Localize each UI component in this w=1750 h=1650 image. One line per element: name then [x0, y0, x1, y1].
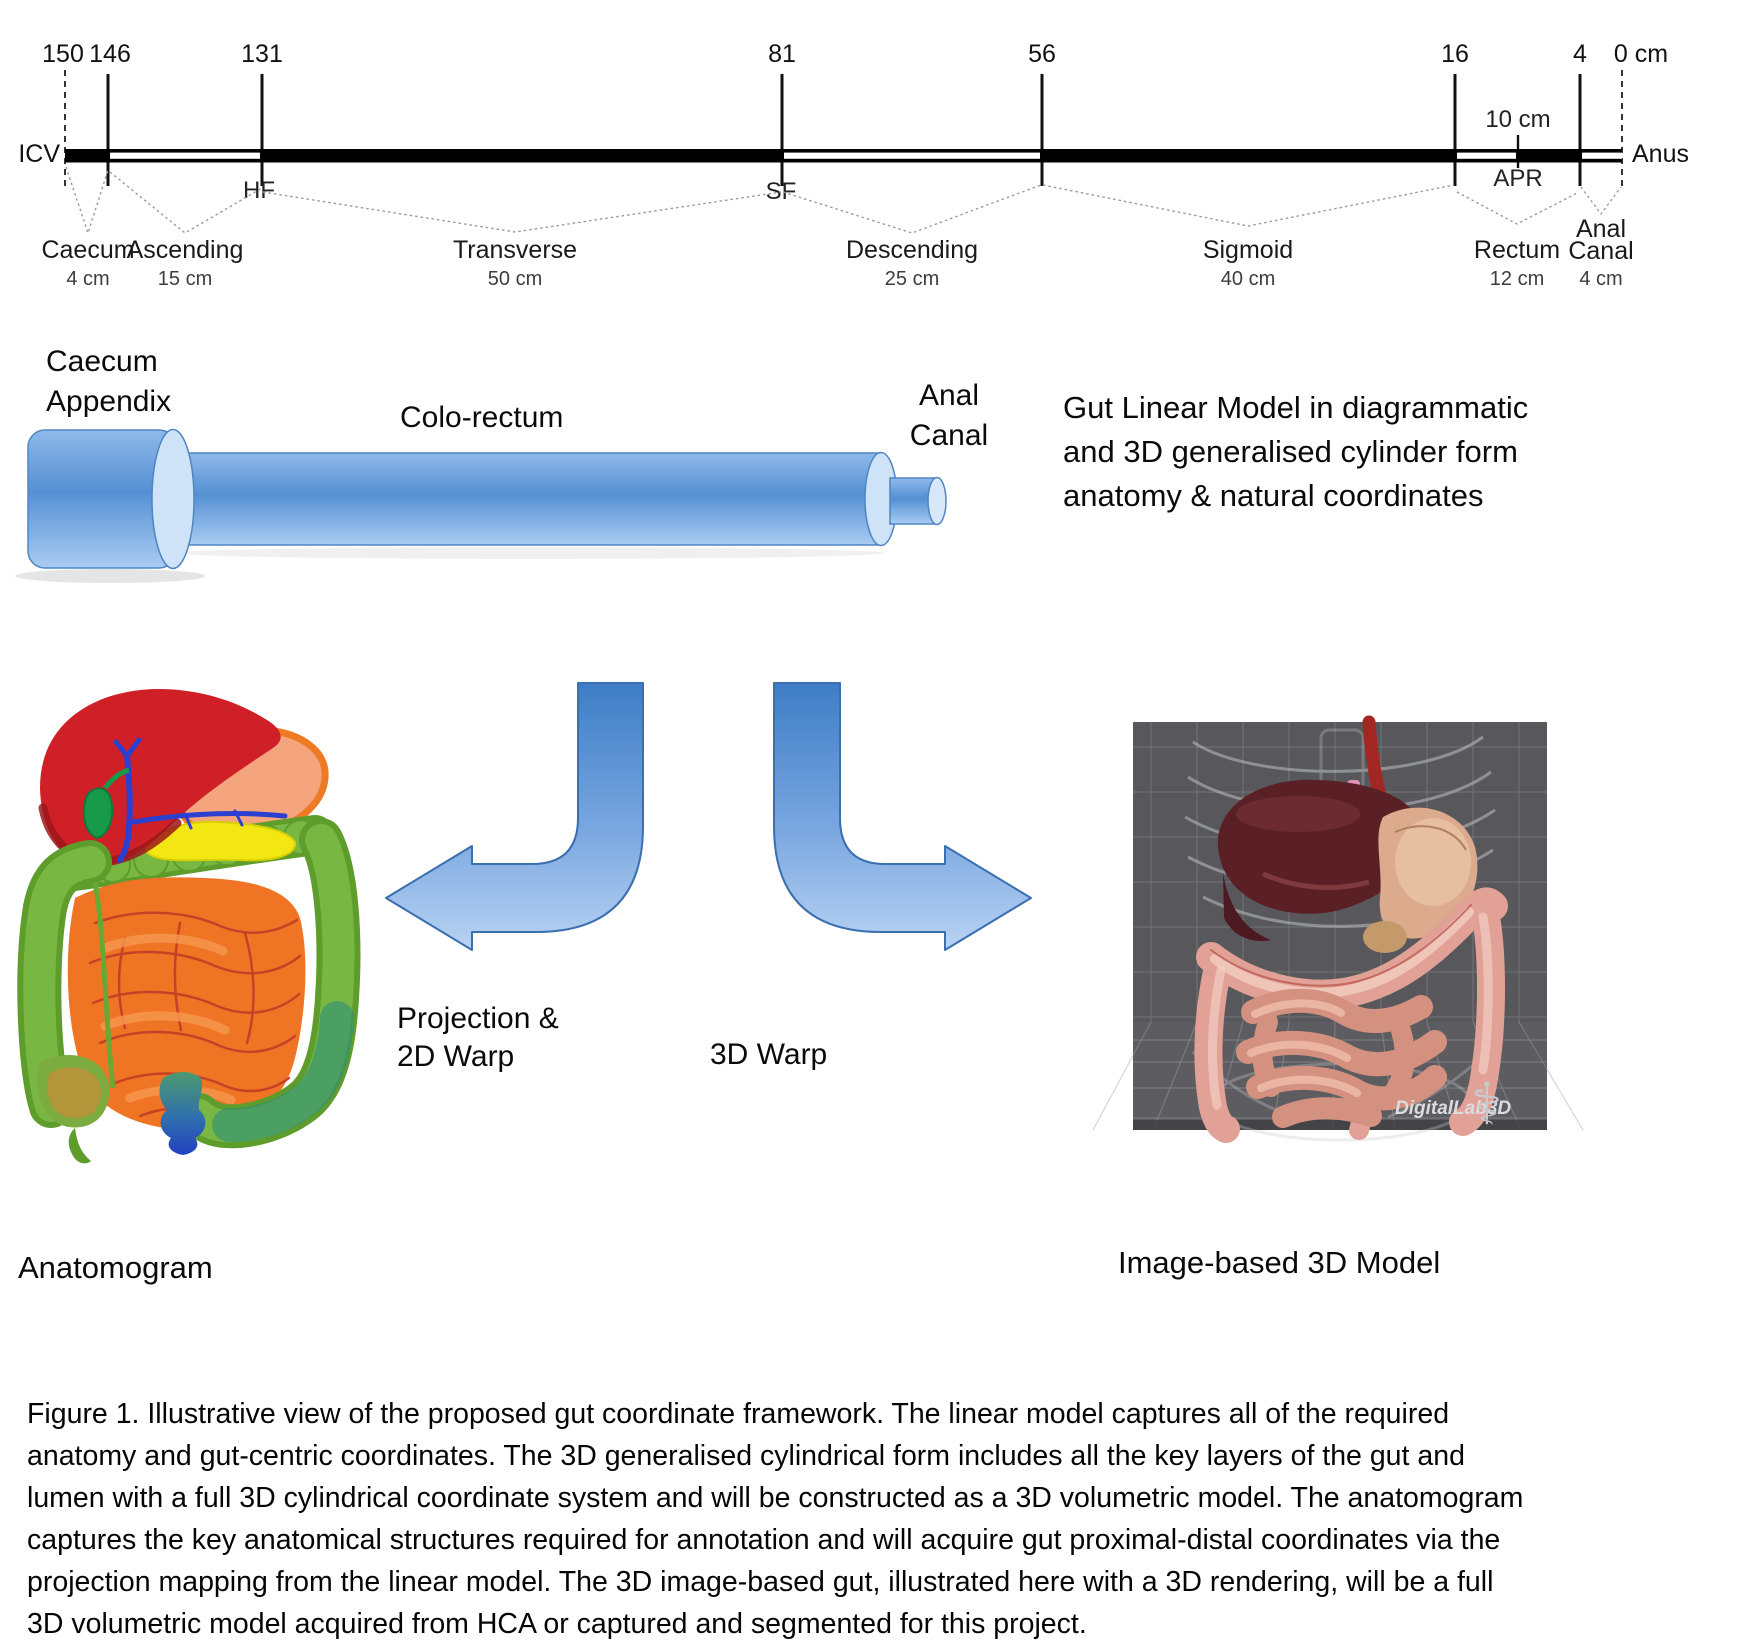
segment-name-sigmoid: Sigmoid — [1203, 236, 1293, 264]
projection-label-line1: Projection & — [397, 1002, 559, 1035]
duodenum — [1363, 921, 1407, 953]
caption-line2: anatomy and gut-centric coordinates. The… — [27, 1440, 1465, 1472]
segment-length-rectum: 12 cm — [1490, 268, 1544, 290]
caption-line3: lumen with a full 3D cylindrical coordin… — [27, 1482, 1524, 1514]
tick-label-146: 146 — [89, 40, 131, 68]
caecum-label-line2: Appendix — [46, 385, 172, 418]
caption-line5: projection mapping from the linear model… — [27, 1566, 1494, 1598]
segment-leader-lines — [65, 166, 1622, 236]
colorectum-cylinder — [175, 451, 898, 547]
segment-length-descending: 25 cm — [885, 268, 939, 290]
tick-label-4: 4 — [1573, 40, 1587, 68]
tick-label-16: 16 — [1441, 40, 1469, 68]
model3d-label: Image-based 3D Model — [1118, 1245, 1441, 1280]
caecum-appendix-label: Caecum Appendix — [46, 342, 171, 422]
anatomogram-graphic — [17, 689, 361, 1164]
rectum — [159, 1072, 206, 1155]
anal-label-line1: Anal — [918, 379, 980, 412]
caption-line4: captures the key anatomical structures r… — [27, 1524, 1501, 1556]
segment-name-anal-line2: Canal — [1568, 237, 1633, 265]
description-line1: Gut Linear Model in diagrammatic — [1063, 390, 1529, 425]
segment-length-anal: 4 cm — [1579, 268, 1622, 290]
projection-2d-warp-label: Projection & 2D Warp — [397, 1000, 559, 1076]
gut-linear-ruler: 150 146 131 81 56 16 4 0 cm 10 cm — [18, 40, 1689, 290]
anal-canal-label: Anal Canal — [893, 376, 1005, 456]
segment-name-rectum: Rectum — [1474, 236, 1560, 264]
anatomogram-label: Anatomogram — [18, 1250, 213, 1285]
tick-label-150: 150 — [42, 40, 84, 68]
caption-line1: Figure 1. Illustrative view of the propo… — [27, 1398, 1450, 1430]
description-line3: anatomy & natural coordinates — [1063, 478, 1484, 513]
caption-line6: 3D volumetric model acquired from HCA or… — [27, 1608, 1087, 1640]
3d-warp-label: 3D Warp — [710, 1038, 828, 1071]
anus-label: Anus — [1632, 140, 1689, 168]
caduceus-icon: ⚕ — [1471, 1072, 1502, 1137]
apr-distance-label: 10 cm — [1485, 106, 1550, 133]
mesentery-line — [92, 881, 116, 1089]
descending-colon-sigmoid — [177, 818, 361, 1149]
projection-2d-warp-arrow — [385, 682, 644, 951]
model3d-stomach — [1378, 807, 1478, 939]
model3d-small-intestine — [1236, 988, 1447, 1128]
segment-name-transverse: Transverse — [453, 236, 577, 264]
model3d-watermark-text: DigitalLab3D — [1395, 1098, 1511, 1119]
colorectum-label: Colo-rectum — [400, 401, 564, 434]
portal-vessels — [113, 737, 288, 863]
3d-warp-arrow — [773, 682, 1032, 951]
segment-name-anal-line1: Anal — [1576, 215, 1626, 243]
projection-label-line2: 2D Warp — [397, 1040, 515, 1073]
segment-length-sigmoid: 40 cm — [1221, 268, 1275, 290]
model3d-graphic: DigitalLab3D ⚕ — [1092, 715, 1584, 1143]
model3d-bottom-band — [1133, 1120, 1547, 1130]
segment-name-descending: Descending — [846, 236, 978, 264]
description-line2: and 3D generalised cylinder form — [1063, 434, 1518, 469]
figure-caption: Figure 1. Illustrative view of the propo… — [27, 1393, 1737, 1645]
gallbladder — [82, 767, 130, 840]
tick-label-0cm: 0 cm — [1614, 40, 1668, 68]
mapping-arrows — [385, 682, 1032, 951]
cylinder-shadow-long — [175, 547, 885, 559]
major-ticks — [106, 74, 1582, 186]
caecum-label-line1: Caecum — [46, 345, 158, 378]
segment-length-caecum: 4 cm — [66, 268, 109, 290]
gut-bar-hollow-segments — [110, 152, 1622, 159]
caecum-appendix — [37, 1054, 110, 1164]
segment-length-ascending: 15 cm — [158, 268, 212, 290]
tick-label-56: 56 — [1028, 40, 1056, 68]
caecum-cylinder — [27, 428, 195, 570]
segment-length-transverse: 50 cm — [488, 268, 542, 290]
segment-name-ascending: Ascending — [127, 236, 244, 264]
tick-label-131: 131 — [241, 40, 283, 68]
apr-label: APR — [1493, 165, 1542, 192]
cylinder-model-graphic — [15, 428, 947, 583]
model3d-liver — [1217, 779, 1422, 942]
tick-label-81: 81 — [768, 40, 796, 68]
gut-linear-model-description: Gut Linear Model in diagrammatic and 3D … — [1063, 386, 1528, 518]
anal-label-line2: Canal — [909, 419, 989, 452]
segment-name-caecum: Caecum — [41, 236, 134, 264]
cylinder-shadow — [15, 569, 205, 583]
anal-canal-cylinder — [889, 476, 947, 526]
icv-label: ICV — [18, 140, 60, 168]
sf-label: SF — [766, 178, 797, 205]
